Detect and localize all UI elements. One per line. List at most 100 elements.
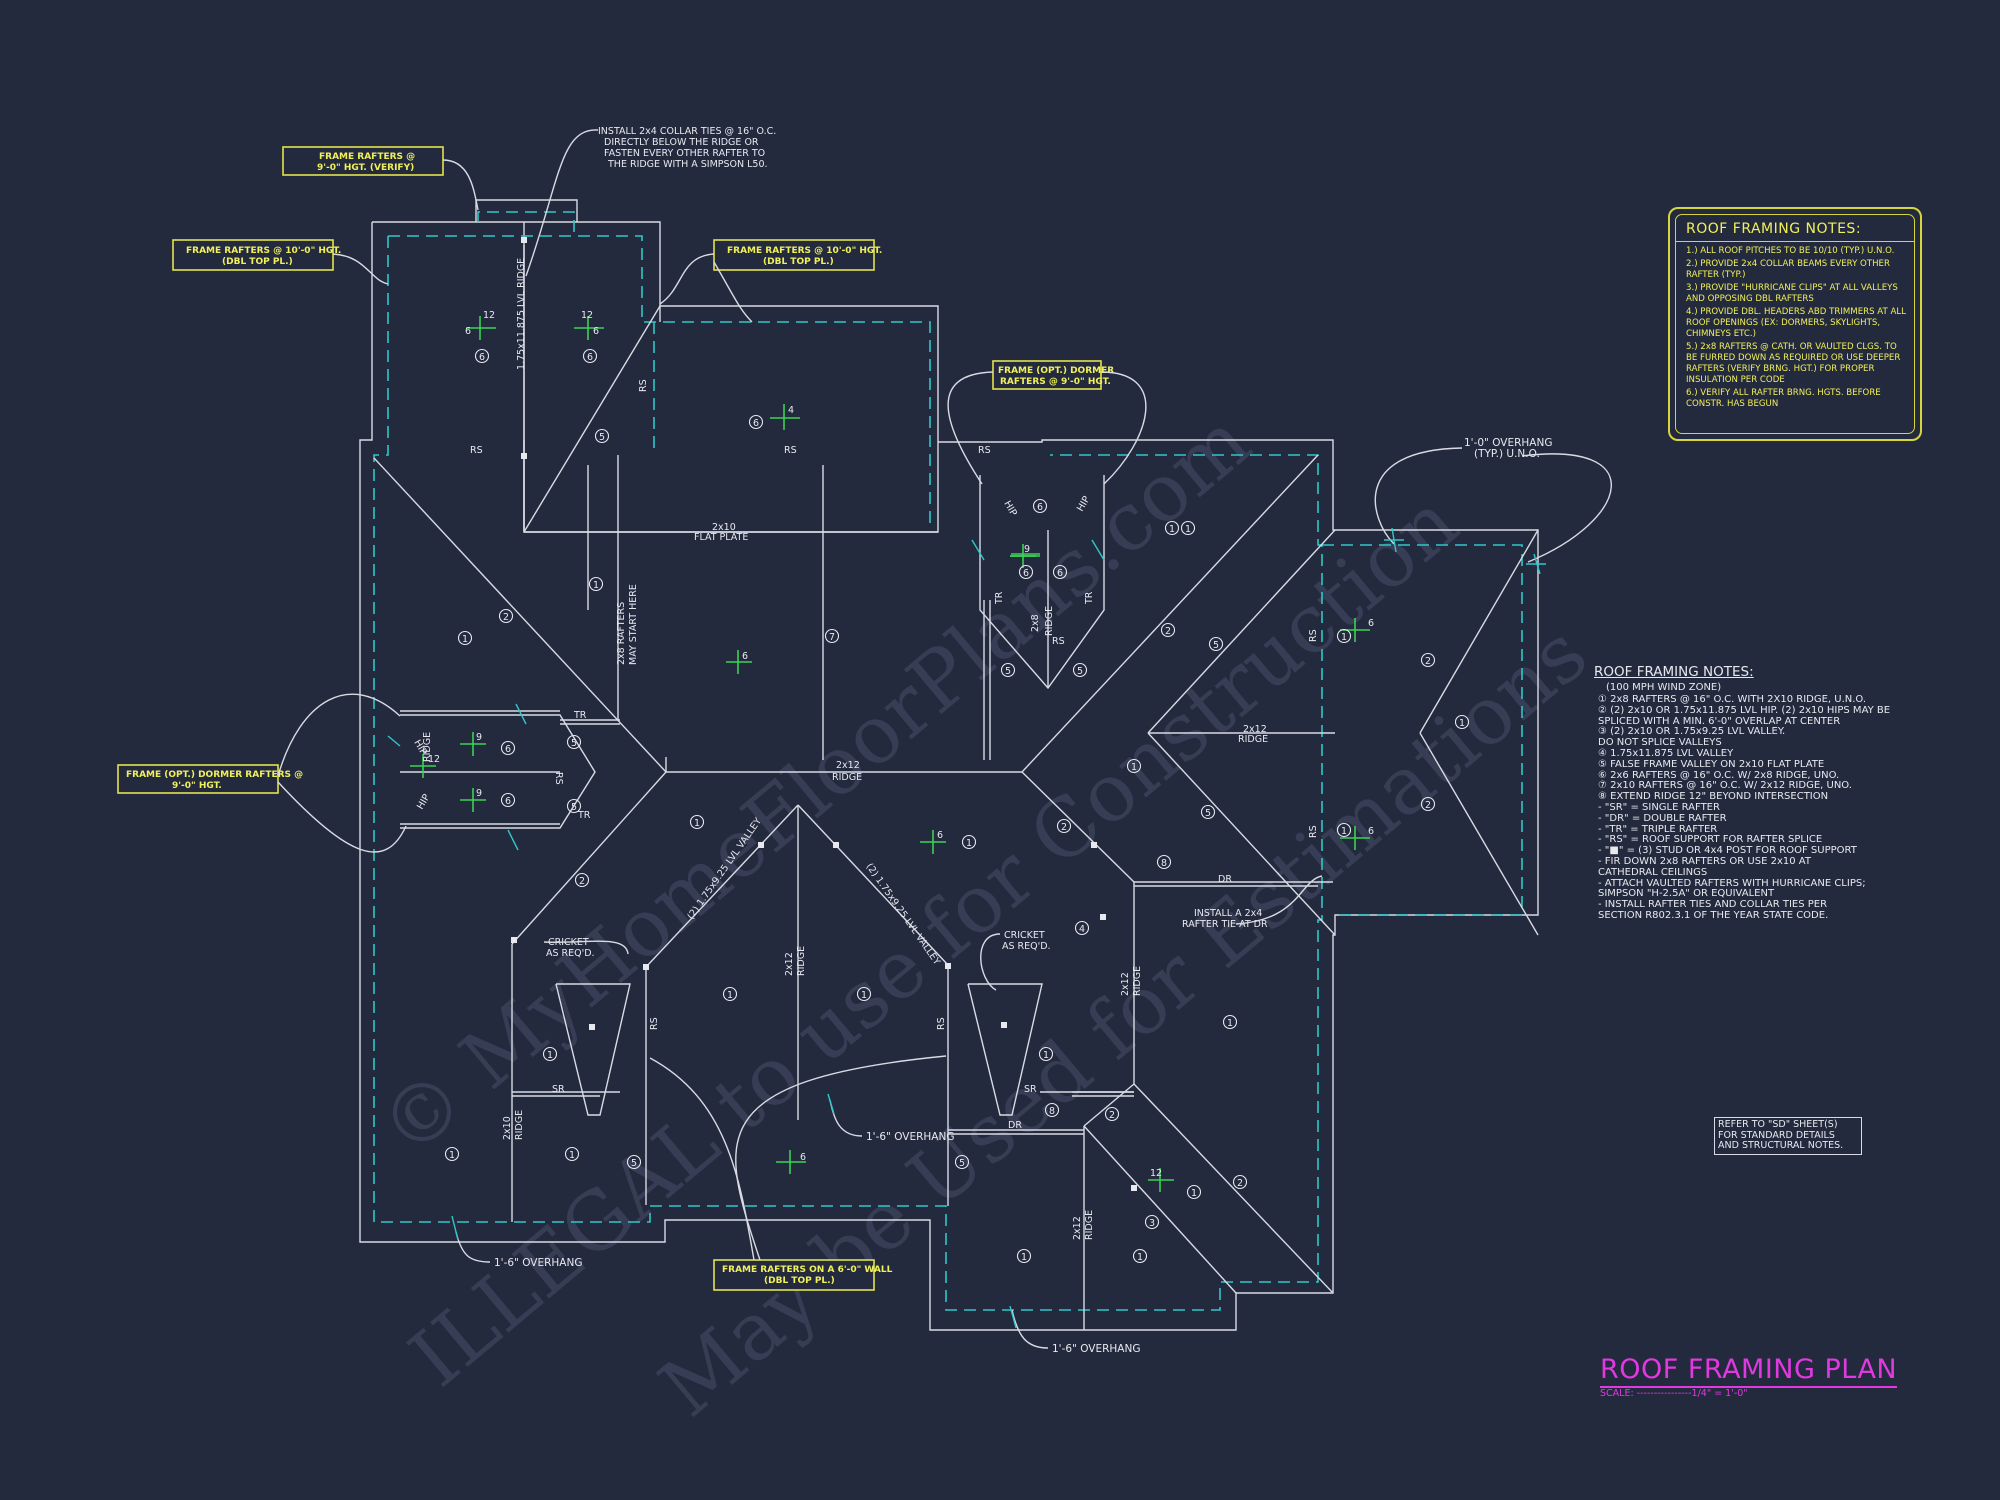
notes-list-item: SIMPSON "H-2.5A" OR EQUIVALENT: [1598, 888, 1775, 900]
notes-list-item: ② (2) 2x10 OR 1.75x11.875 LVL HIP. (2) 2…: [1598, 704, 1891, 716]
reference-note-line: FOR STANDARD DETAILS: [1718, 1129, 1835, 1141]
member-tag: 1: [564, 1146, 580, 1162]
svg-text:1: 1: [1131, 762, 1137, 773]
reference-note-line: AND STRUCTURAL NOTES.: [1718, 1140, 1844, 1151]
svg-text:RIDGE: RIDGE: [832, 772, 862, 783]
svg-text:RS: RS: [936, 1017, 947, 1030]
member-tag: 1: [1336, 822, 1352, 838]
svg-text:2x8 RAFTERS: 2x8 RAFTERS: [616, 602, 627, 665]
svg-text:TR: TR: [573, 710, 587, 721]
svg-text:1.75x11.875 LVL RIDGE: 1.75x11.875 LVL RIDGE: [516, 258, 527, 370]
svg-text:6: 6: [753, 418, 759, 429]
svg-text:INSTALL 2x4 COLLAR TIES @ 16": INSTALL 2x4 COLLAR TIES @ 16" O.C.: [598, 126, 776, 137]
svg-text:1'-0" OVERHANG: 1'-0" OVERHANG: [1464, 437, 1552, 449]
member-tag: 1: [961, 834, 977, 850]
member-tag: 6: [500, 792, 516, 808]
svg-text:1: 1: [966, 838, 972, 849]
svg-text:RS: RS: [978, 445, 991, 456]
member-tag: 1: [444, 1146, 460, 1162]
notes-box-item: 1.) ALL ROOF PITCHES TO BE 10/10 (TYP.) …: [1686, 246, 1895, 256]
member-tag: 1: [722, 986, 738, 1002]
member-tag: 6: [748, 414, 764, 430]
svg-text:THE RIDGE WITH A SIMPSON L50.: THE RIDGE WITH A SIMPSON L50.: [607, 159, 768, 170]
member-tag: 2: [1232, 1174, 1248, 1190]
svg-text:1: 1: [1191, 1188, 1197, 1199]
svg-text:FRAME RAFTERS ON A 6'-0" WALL: FRAME RAFTERS ON A 6'-0" WALL: [722, 1265, 893, 1275]
svg-text:6: 6: [465, 326, 471, 337]
svg-text:1: 1: [1341, 826, 1347, 837]
notes-list-item: CATHEDRAL CEILINGS: [1598, 866, 1708, 878]
svg-text:2: 2: [1425, 656, 1431, 667]
svg-text:2: 2: [1109, 1110, 1115, 1121]
svg-text:SR: SR: [1024, 1084, 1037, 1095]
post-markers: [511, 237, 1137, 1191]
svg-text:6: 6: [937, 830, 943, 841]
drawing-scale: SCALE: ----------------1/4" = 1'-0": [1600, 1388, 1748, 1399]
notes-box-item: 5.) 2x8 RAFTERS @ CATH. OR VAULTED CLGS.…: [1686, 342, 1901, 385]
svg-text:AS REQ'D.: AS REQ'D.: [1002, 941, 1051, 952]
svg-text:DR: DR: [1218, 874, 1232, 885]
svg-text:HIP: HIP: [415, 792, 432, 811]
pitch-symbol: 6: [1340, 826, 1374, 850]
svg-text:2: 2: [579, 876, 585, 887]
pitch-symbols: 126 126 4 6 6 6 6 6 12 9 12 9 9: [410, 310, 1374, 1192]
svg-text:RAFTER TIE AT DR: RAFTER TIE AT DR: [1182, 919, 1268, 930]
member-tag: 1: [1186, 1184, 1202, 1200]
svg-text:(DBL TOP PL.): (DBL TOP PL.): [763, 257, 834, 267]
svg-text:2: 2: [503, 612, 509, 623]
member-tag: 6: [582, 348, 598, 364]
svg-text:1: 1: [1459, 718, 1465, 729]
notes-list-item: ⑦ 2x10 RAFTERS @ 16" O.C. W/ 2x12 RIDGE,…: [1598, 780, 1852, 792]
svg-text:2x12: 2x12: [836, 760, 860, 771]
svg-text:5: 5: [631, 1158, 637, 1169]
pitch-symbol: 12: [1148, 1168, 1174, 1192]
svg-text:RS: RS: [470, 445, 483, 456]
notes-list-item: - "TR" = TRIPLE RAFTER: [1598, 823, 1718, 835]
notes-list-item: - ATTACH VAULTED RAFTERS WITH HURRICANE …: [1598, 877, 1866, 889]
svg-text:12: 12: [1150, 1168, 1162, 1179]
svg-text:8: 8: [1161, 858, 1167, 869]
svg-text:1: 1: [727, 990, 733, 1001]
pitch-symbol: 6: [920, 830, 946, 854]
svg-text:6: 6: [593, 326, 599, 337]
svg-text:6: 6: [1368, 826, 1374, 837]
svg-text:2x8: 2x8: [1030, 614, 1041, 632]
svg-text:5: 5: [1077, 666, 1083, 677]
svg-text:1: 1: [547, 1050, 553, 1061]
member-tag: 5: [1208, 636, 1224, 652]
notes-box-item: 2.) PROVIDE 2x4 COLLAR BEAMS EVERY OTHER…: [1686, 259, 1890, 280]
svg-text:RIDGE: RIDGE: [422, 732, 433, 762]
svg-text:2x12: 2x12: [784, 952, 795, 976]
svg-text:6: 6: [1368, 618, 1374, 629]
member-tag: 5: [594, 428, 610, 444]
member-tag: 6: [1052, 564, 1068, 580]
svg-text:INSTALL A 2x4: INSTALL A 2x4: [1194, 908, 1262, 919]
svg-text:8: 8: [1049, 1106, 1055, 1117]
svg-text:9: 9: [476, 788, 482, 799]
svg-text:3: 3: [1149, 1218, 1155, 1229]
callout-frame-6ft-wall: FRAME RAFTERS ON A 6'-0" WALL (DBL TOP P…: [649, 1055, 947, 1291]
svg-text:6: 6: [587, 352, 593, 363]
callout-frame-9ft: FRAME RAFTERS @ 9'-0" HGT. (VERIFY): [282, 146, 479, 211]
notes-list-subtitle: (100 MPH WIND ZONE): [1606, 682, 1722, 693]
notes-list-item: - "DR" = DOUBLE RAFTER: [1598, 812, 1727, 824]
notes-list-item: SECTION R802.3.1 OF THE YEAR STATE CODE.: [1598, 909, 1829, 921]
svg-text:HIP: HIP: [1001, 499, 1018, 518]
pitch-symbol: 6: [726, 650, 752, 674]
svg-text:1: 1: [1043, 1050, 1049, 1061]
reference-note: REFER TO "SD" SHEET(S) FOR STANDARD DETA…: [1714, 1117, 1862, 1155]
svg-text:5: 5: [599, 432, 605, 443]
svg-text:1: 1: [1169, 524, 1175, 535]
notes-list-item: ① 2x8 RAFTERS @ 16" O.C. WITH 2X10 RIDGE…: [1598, 694, 1867, 705]
notes-list-item: DO NOT SPLICE VALLEYS: [1598, 737, 1722, 749]
member-tag: 1: [689, 814, 705, 830]
svg-text:1'-6" OVERHANG: 1'-6" OVERHANG: [866, 1131, 954, 1143]
member-tag: 1: [1180, 520, 1196, 536]
svg-text:RS: RS: [553, 772, 564, 785]
notes-list-item: ③ (2) 2x10 OR 1.75x9.25 LVL VALLEY.: [1598, 726, 1786, 738]
svg-text:1: 1: [593, 580, 599, 591]
notes-box-item: 4.) PROVIDE DBL. HEADERS ABD TRIMMERS AT…: [1686, 307, 1906, 339]
svg-text:2x10: 2x10: [712, 522, 736, 533]
reference-note-line: REFER TO "SD" SHEET(S): [1718, 1119, 1838, 1130]
